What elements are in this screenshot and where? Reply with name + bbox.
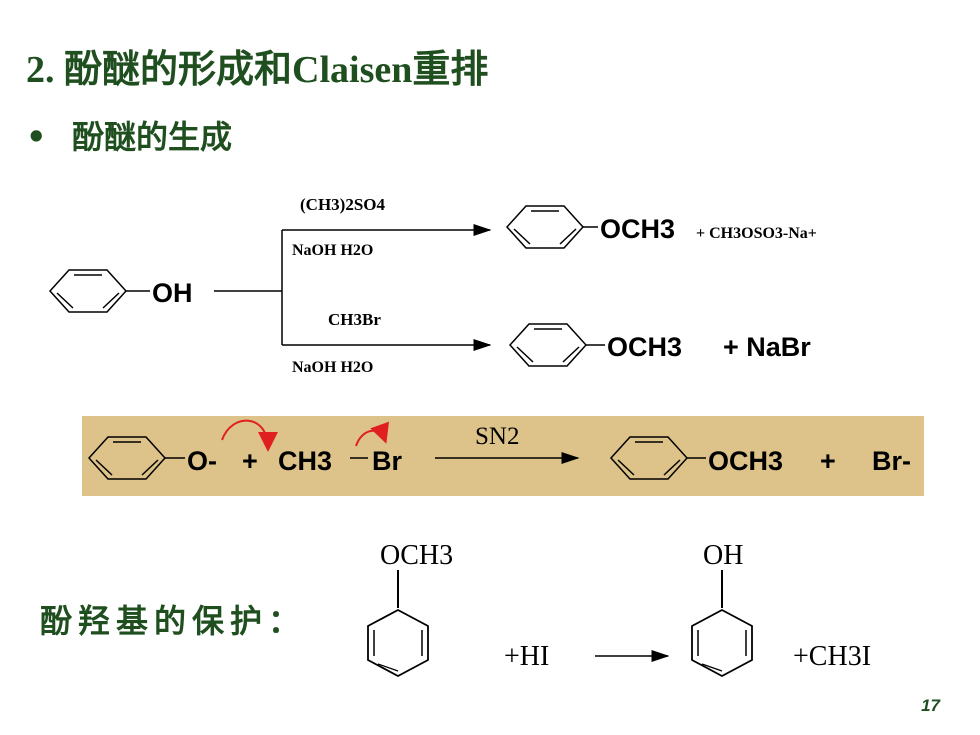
sn2-label: SN2	[475, 423, 519, 450]
page-number: 17	[921, 696, 940, 715]
leaving-curved-arrow	[355, 421, 390, 447]
ch3i-byproduct: +CH3I	[793, 641, 871, 672]
scheme1-reactant: OH	[49, 269, 282, 313]
anisole-ring-lower	[509, 323, 587, 367]
upper-conditions: NaOH H2O	[292, 242, 373, 259]
methyl-group: CH3	[278, 446, 332, 476]
title-cn-part2: 重排	[412, 47, 489, 91]
anisole-och3-label: OCH3	[380, 540, 453, 571]
phenol-ring	[49, 269, 127, 313]
upper-product-och3: OCH3	[600, 214, 675, 244]
phenol-oh: OH	[152, 278, 193, 308]
sn2-plus2: +	[820, 446, 836, 476]
bullet-item: • 酚醚的生成	[26, 112, 232, 158]
sn2-banner	[82, 416, 924, 496]
upper-byproduct: + CH3OSO3-Na+	[696, 225, 817, 242]
scheme1-branch	[281, 224, 492, 351]
sn2-plus: +	[242, 446, 258, 476]
lower-reagent: CH3Br	[328, 310, 381, 329]
phenoxide-o: O-	[187, 446, 217, 476]
upper-reagent: (CH3)2SO4	[300, 195, 386, 214]
bromide-leaving: Br	[372, 446, 402, 476]
phenol-ring-vertical	[691, 609, 753, 677]
bullet-text: 酚醚的生成	[72, 118, 233, 156]
bullet-dot: •	[26, 118, 47, 156]
title-en-part: Claisen	[292, 49, 413, 91]
anisole-ring-vertical	[367, 609, 429, 677]
lower-product-och3: OCH3	[607, 332, 682, 362]
phenol-protection-label: 酚羟基的保护：	[40, 602, 307, 640]
bromide-ion: Br-	[872, 446, 911, 476]
lower-conditions: NaOH H2O	[292, 359, 373, 376]
phenol-oh-label: OH	[703, 540, 743, 571]
lower-byproduct: + NaBr	[723, 332, 811, 362]
title-prefix: 2.	[26, 49, 64, 91]
sn2-product-och3: OCH3	[708, 446, 783, 476]
slide-title: 2. 酚醚的形成和Claisen重排	[26, 38, 488, 93]
nucleophile-curved-arrow	[221, 419, 278, 452]
anisole-ring-upper	[506, 205, 584, 249]
hi-reagent: +HI	[504, 641, 549, 672]
title-cn-part1: 酚醚的形成和	[64, 47, 293, 91]
